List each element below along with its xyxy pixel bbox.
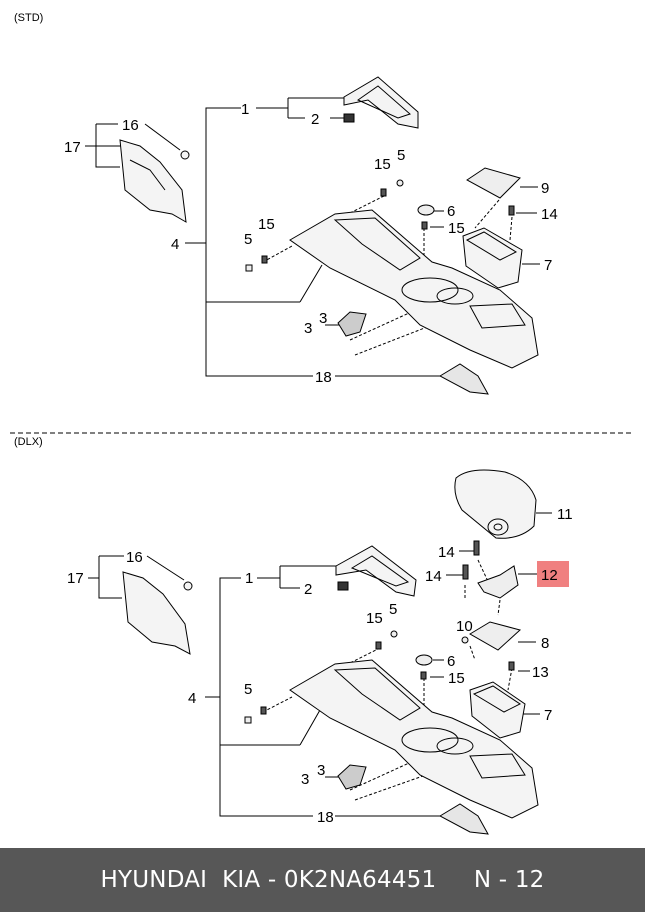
callout-9: 9	[541, 180, 549, 197]
callout-4: 4	[188, 690, 196, 707]
callout-11: 11	[557, 506, 573, 523]
callout-14: 14	[425, 568, 442, 585]
callout-15: 15	[374, 156, 391, 173]
callout-17: 17	[64, 139, 81, 156]
callout-12: 12	[541, 567, 558, 584]
callout-18: 18	[315, 369, 332, 386]
callout-15: 15	[448, 220, 465, 237]
callout-2: 2	[304, 581, 312, 598]
dlx-section-label: (DLX)	[14, 436, 43, 448]
callout-18: 18	[317, 809, 334, 826]
callout-13: 13	[532, 664, 549, 681]
callout-15: 15	[448, 670, 465, 687]
callout-5: 5	[244, 681, 252, 698]
footer-bar: HYUNDAI KIA - 0K2NA64451 N - 12	[0, 848, 645, 912]
callout-15: 15	[366, 610, 383, 627]
callout-6: 6	[447, 653, 455, 670]
callout-17: 17	[67, 570, 84, 587]
callout-3: 3	[301, 771, 309, 788]
callout-15: 15	[258, 216, 275, 233]
callout-5: 5	[397, 147, 405, 164]
callout-4: 4	[171, 236, 179, 253]
callout-16: 16	[126, 549, 143, 566]
callout-3: 3	[317, 762, 325, 779]
callout-8: 8	[541, 635, 549, 652]
std-section-label: (STD)	[14, 12, 44, 24]
callout-5: 5	[244, 231, 252, 248]
callout-2: 2	[311, 111, 319, 128]
callout-1: 1	[241, 101, 249, 118]
callout-7: 7	[544, 707, 552, 724]
callout-7: 7	[544, 257, 552, 274]
footer-page-number: N - 12	[473, 867, 545, 893]
callout-5: 5	[389, 601, 397, 618]
callout-14: 14	[541, 206, 558, 223]
callout-3: 3	[304, 320, 312, 337]
callout-1: 1	[245, 570, 253, 587]
highlight-box	[537, 561, 569, 587]
callout-6: 6	[447, 203, 455, 220]
exploded-parts-diagram: 1 2 3 3 4 5 5 6 7 9 14 15 15 15 16 17 18…	[10, 76, 632, 835]
callout-16: 16	[122, 117, 139, 134]
callout-3: 3	[319, 310, 327, 327]
callout-10: 10	[456, 618, 473, 635]
callout-14: 14	[438, 544, 455, 561]
footer-part-number: HYUNDAI KIA - 0K2NA64451	[100, 867, 437, 893]
